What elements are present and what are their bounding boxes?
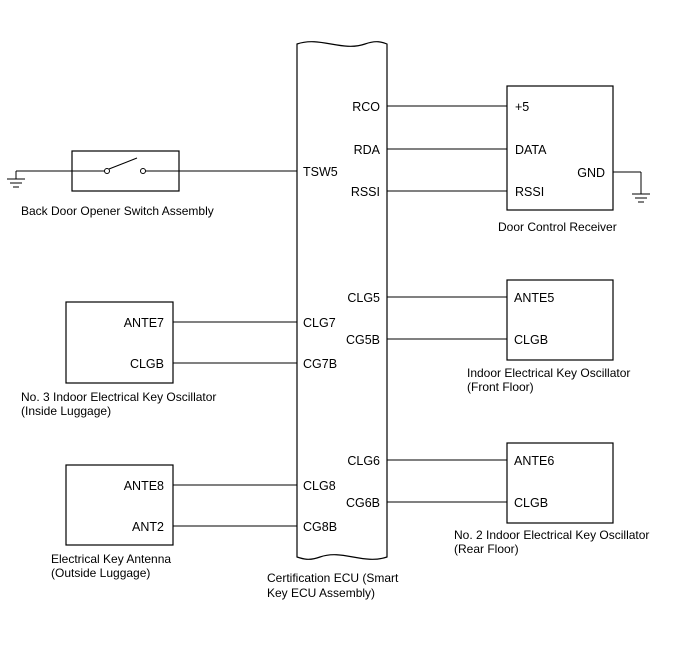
- oscillator-front-floor: ANTE5 CLGB Indoor Electrical Key Oscilla…: [387, 279, 630, 394]
- ecu-label-line2: Key ECU Assembly): [267, 586, 375, 600]
- antenna-label-line1: Electrical Key Antenna: [51, 552, 171, 566]
- oscillator-inside-luggage: ANTE7 CLGB No. 3 Indoor Electrical Key O…: [21, 301, 297, 418]
- ecu-pin-cg8b: CG8B: [303, 520, 337, 534]
- osc2-pin-ante6: ANTE6: [514, 454, 554, 468]
- ecu-pin-clg8: CLG8: [303, 479, 336, 493]
- ecu-pin-rssi: RSSI: [351, 185, 380, 199]
- switch-blade: [108, 157, 138, 170]
- antenna-outside-luggage-box: [65, 464, 174, 546]
- ecu-pin-rco: RCO: [352, 100, 380, 114]
- receiver-pin-gnd: GND: [577, 166, 605, 180]
- ecu-pin-tsw5: TSW5: [303, 165, 338, 179]
- osc-front-pin-clgb: CLGB: [514, 333, 548, 347]
- door-control-receiver: +5 DATA RSSI GND Door Control Receiver: [387, 85, 650, 234]
- osc-front-pin-ante5: ANTE5: [514, 291, 554, 305]
- ecu-pin-clg5: CLG5: [347, 291, 380, 305]
- antenna-pin-ante8: ANTE8: [124, 479, 164, 493]
- ground-symbol-left: [7, 171, 25, 188]
- ecu-body: [296, 41, 388, 560]
- osc2-label-line1: No. 2 Indoor Electrical Key Oscillator: [454, 528, 649, 542]
- certification-ecu: Certification ECU (Smart Key ECU Assembl…: [267, 41, 399, 600]
- antenna-outside-luggage: ANTE8 ANT2 Electrical Key Antenna (Outsi…: [51, 464, 297, 580]
- osc3-label-line1: No. 3 Indoor Electrical Key Oscillator: [21, 390, 216, 404]
- ecu-pin-cg7b: CG7B: [303, 357, 337, 371]
- ecu-pin-rda: RDA: [354, 143, 381, 157]
- osc2-pin-clgb: CLGB: [514, 496, 548, 510]
- receiver-pin-plus5: +5: [515, 100, 529, 114]
- receiver-pin-rssi: RSSI: [515, 185, 544, 199]
- osc3-label-line2: (Inside Luggage): [21, 404, 111, 418]
- osc-front-label-line1: Indoor Electrical Key Oscillator: [467, 366, 630, 380]
- oscillator-inside-luggage-box: [65, 301, 174, 384]
- antenna-pin-ant2: ANT2: [132, 520, 164, 534]
- oscillator-rear-floor: ANTE6 CLGB No. 2 Indoor Electrical Key O…: [387, 442, 649, 556]
- osc-front-label-line2: (Front Floor): [467, 380, 534, 394]
- ecu-pin-clg6: CLG6: [347, 454, 380, 468]
- antenna-label-line2: (Outside Luggage): [51, 566, 150, 580]
- receiver-pin-data: DATA: [515, 143, 547, 157]
- osc3-pin-clgb: CLGB: [130, 357, 164, 371]
- osc3-pin-ante7: ANTE7: [124, 316, 164, 330]
- ecu-label-line1: Certification ECU (Smart: [267, 571, 399, 585]
- oscillator-rear-floor-box: [506, 442, 614, 524]
- oscillator-front-floor-box: [506, 279, 614, 361]
- osc2-label-line2: (Rear Floor): [454, 542, 519, 556]
- switch-contact-right: [140, 168, 146, 174]
- ecu-pin-cg5b: CG5B: [346, 333, 380, 347]
- switch-contact-left: [104, 168, 110, 174]
- switch-label: Back Door Opener Switch Assembly: [21, 204, 214, 218]
- receiver-label: Door Control Receiver: [498, 220, 617, 234]
- ecu-pin-clg7: CLG7: [303, 316, 336, 330]
- ecu-pin-cg6b: CG6B: [346, 496, 380, 510]
- receiver-box: [506, 85, 614, 211]
- back-door-opener-switch: Back Door Opener Switch Assembly: [7, 150, 297, 218]
- ground-symbol-right: [632, 172, 650, 203]
